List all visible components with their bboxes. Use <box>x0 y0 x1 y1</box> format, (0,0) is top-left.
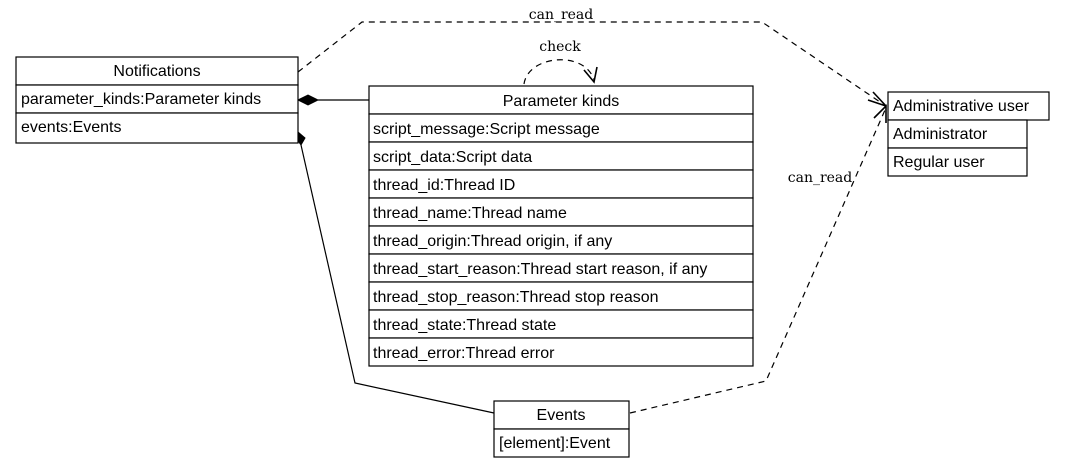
class-title: Events <box>537 407 586 424</box>
class-administrative-user[interactable]: Administrative user Administrator Regula… <box>887 91 1050 177</box>
class-field: thread_origin:Thread origin, if any <box>373 233 612 250</box>
class-field: [element]:Event <box>499 435 611 452</box>
class-title: Notifications <box>113 63 200 80</box>
class-parameter-kinds[interactable]: Parameter kinds script_message:Script me… <box>368 85 754 367</box>
class-field: Administrator <box>893 126 988 143</box>
class-field: thread_stop_reason:Thread stop reason <box>373 289 659 306</box>
edge-label-can-read-top: can_read <box>529 7 594 23</box>
class-field: events:Events <box>21 119 122 136</box>
class-field: script_message:Script message <box>373 121 600 138</box>
class-field: thread_start_reason:Thread start reason,… <box>373 261 707 278</box>
class-title: Administrative user <box>893 98 1030 115</box>
edge-label-can-read-right: can_read <box>788 170 853 186</box>
class-field: thread_error:Thread error <box>373 345 555 362</box>
class-field: script_data:Script data <box>373 149 532 166</box>
class-title: Parameter kinds <box>503 93 620 110</box>
class-field: Regular user <box>893 154 985 171</box>
class-notifications[interactable]: Notifications parameter_kinds:Parameter … <box>15 56 299 144</box>
edge-parameter-kinds-check <box>523 59 598 85</box>
edge-label-check: check <box>539 39 581 55</box>
edge-events-can-read-admin <box>629 104 887 414</box>
edge-composition-parameter-kinds <box>296 94 370 106</box>
class-field: parameter_kinds:Parameter kinds <box>21 91 261 108</box>
class-events[interactable]: Events [element]:Event <box>493 400 630 458</box>
class-field: thread_id:Thread ID <box>373 177 515 194</box>
composition-diamond-icon <box>296 94 320 106</box>
class-field: thread_name:Thread name <box>373 205 567 222</box>
class-field: thread_state:Thread state <box>373 317 556 334</box>
